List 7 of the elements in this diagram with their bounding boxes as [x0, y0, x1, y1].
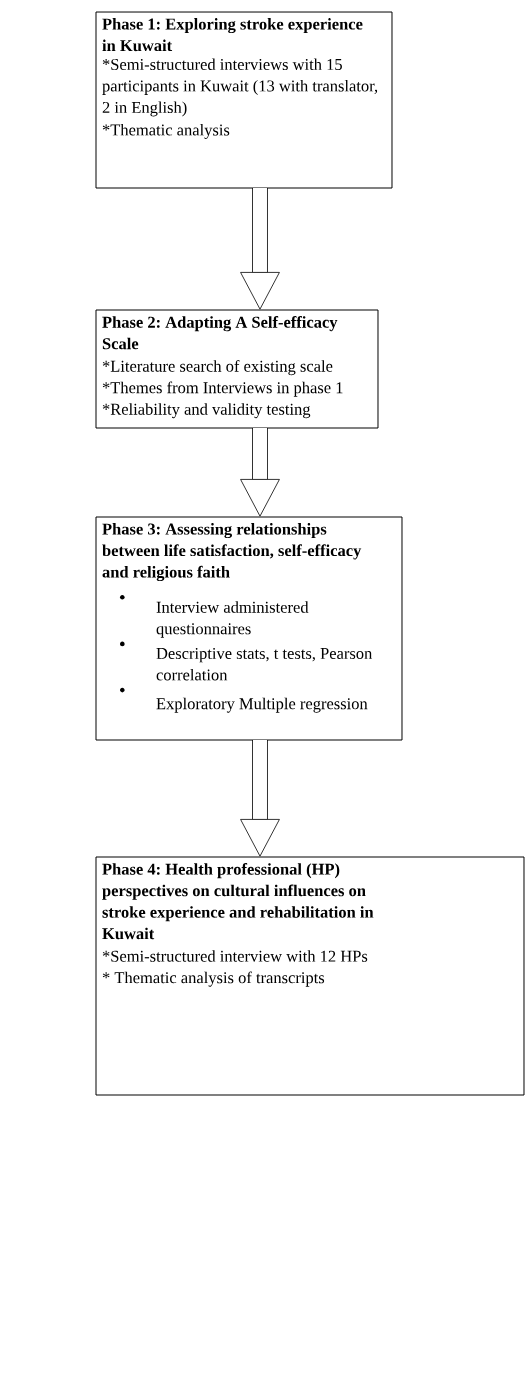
phase-box: Phase 2: Adapting A Self-efficacy Scale *Literature search of existing scale *Themes from Interviews in phase 1 *Reliability and validity testing	[95, 309, 379, 429]
block-arrow	[240, 740, 280, 857]
block-arrow	[240, 428, 280, 517]
phase-box: Phase 4: Health professional (HP) perspectives on cultural influences on stroke experience and rehabilitation in Kuwait *Semi-structured interview with 12 HPs * Thematic analysis of transcripts	[95, 856, 525, 1096]
phase-box: Phase 3: Assessing relationships between life satisfaction, self-efficacy and religious faith Interview administered questionnaires Descriptive stats, t tests, Pearson correlation Exploratory Multiple regression	[95, 516, 403, 741]
phase-box: Phase 1: Exploring stroke experience in Kuwait *Semi-structured interviews with 15 participants in Kuwait (13 with translator, 2 in English) *Thematic analysis	[95, 11, 393, 189]
block-arrow	[240, 188, 280, 310]
